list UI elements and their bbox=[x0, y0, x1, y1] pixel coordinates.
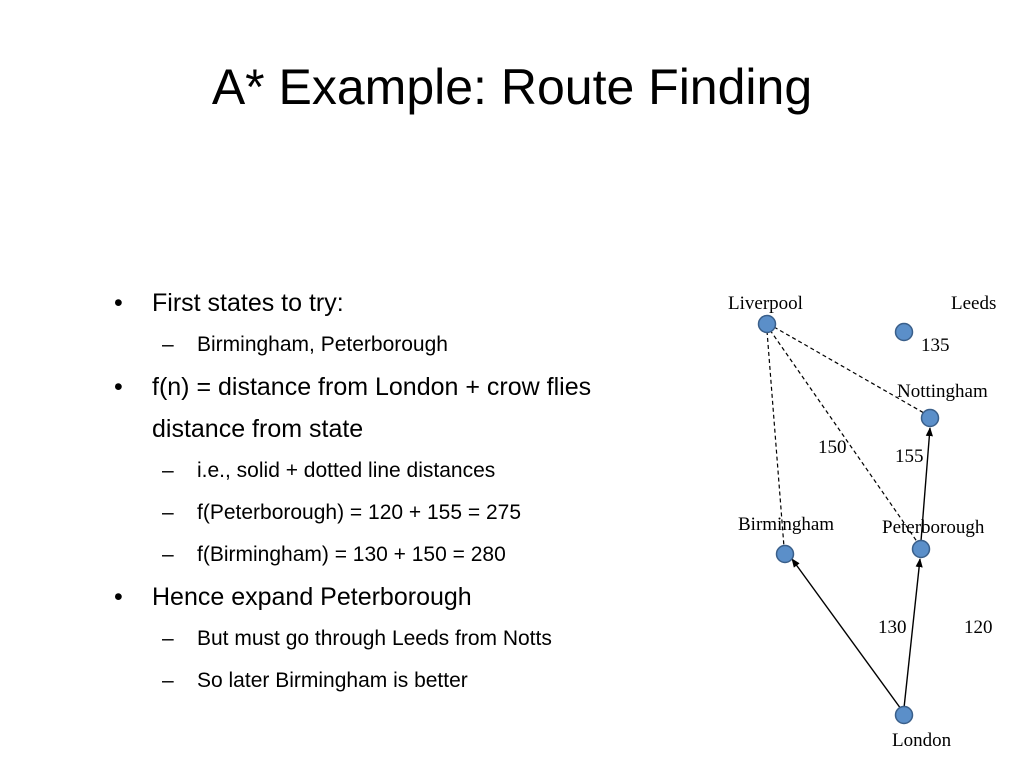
label-liverpool: Liverpool bbox=[728, 293, 803, 314]
sub-bullet-item: – So later Birmingham is better bbox=[112, 660, 672, 702]
label-nottingham: Nottingham bbox=[897, 381, 988, 402]
sub-bullet-text: f(Birmingham) = 130 + 150 = 280 bbox=[197, 543, 506, 566]
edge-liverpool-peterborough bbox=[769, 329, 919, 544]
sub-bullet-text: Birmingham, Peterborough bbox=[197, 333, 448, 356]
edge-liverpool-nottingham bbox=[773, 326, 925, 414]
sub-bullet-text: i.e., solid + dotted line distances bbox=[197, 459, 496, 482]
sub-bullet-item: – f(Birmingham) = 130 + 150 = 280 bbox=[112, 534, 672, 576]
sub-bullet-marker: – bbox=[162, 459, 174, 482]
bullet-item: • Hence expand Peterborough bbox=[112, 576, 672, 618]
sub-bullet-marker: – bbox=[162, 501, 174, 524]
bullet-marker: • bbox=[114, 289, 123, 317]
node-birmingham bbox=[775, 544, 795, 564]
distance-london-peterborough: 120 bbox=[964, 617, 993, 638]
bullet-item: • f(n) = distance from London + crow fli… bbox=[112, 366, 672, 450]
bullet-text: First states to try: bbox=[152, 289, 344, 317]
label-leeds: Leeds bbox=[951, 293, 996, 314]
sub-bullet-item: – f(Peterborough) = 120 + 155 = 275 bbox=[112, 492, 672, 534]
sub-bullet-text: So later Birmingham is better bbox=[197, 669, 468, 692]
node-leeds bbox=[894, 322, 914, 342]
bullet-text: f(n) = distance from London + crow flies… bbox=[152, 373, 592, 443]
sub-bullet-marker: – bbox=[162, 543, 174, 566]
bullet-list: • First states to try: – Birmingham, Pet… bbox=[112, 282, 672, 702]
node-london bbox=[894, 705, 914, 725]
sub-bullet-item: – Birmingham, Peterborough bbox=[112, 324, 672, 366]
sub-bullet-marker: – bbox=[162, 669, 174, 692]
distance-liverpool-birmingham: 150 bbox=[818, 437, 847, 458]
bullet-marker: • bbox=[114, 583, 123, 611]
arrow-london-birmingham bbox=[791, 558, 902, 710]
sub-bullet-item: – But must go through Leeds from Notts bbox=[112, 618, 672, 660]
bullet-text: Hence expand Peterborough bbox=[152, 583, 472, 611]
node-liverpool bbox=[757, 314, 777, 334]
edge-liverpool-birmingham bbox=[766, 330, 785, 548]
slide-title: A* Example: Route Finding bbox=[211, 59, 813, 115]
bullet-item: • First states to try: bbox=[112, 282, 672, 324]
arrow-london-peterborough bbox=[903, 558, 923, 709]
sub-bullet-marker: – bbox=[162, 627, 174, 650]
distance-peterborough-nottingham: 155 bbox=[895, 446, 924, 467]
sub-bullet-item: – i.e., solid + dotted line distances bbox=[112, 450, 672, 492]
label-birmingham: Birmingham bbox=[738, 514, 834, 535]
sub-bullet-marker: – bbox=[162, 333, 174, 356]
arrow-peterborough-nottingham bbox=[920, 427, 933, 542]
label-london: London bbox=[892, 730, 952, 751]
distance-london-birmingham: 130 bbox=[878, 617, 907, 638]
sub-bullet-text: But must go through Leeds from Notts bbox=[197, 627, 552, 650]
node-peterborough bbox=[911, 539, 931, 559]
distance-leeds-nottingham: 135 bbox=[921, 335, 950, 356]
sub-bullet-text: f(Peterborough) = 120 + 155 = 275 bbox=[197, 501, 521, 524]
bullet-marker: • bbox=[114, 373, 123, 401]
label-peterborough: Peterborough bbox=[882, 517, 985, 538]
node-nottingham bbox=[920, 408, 940, 428]
